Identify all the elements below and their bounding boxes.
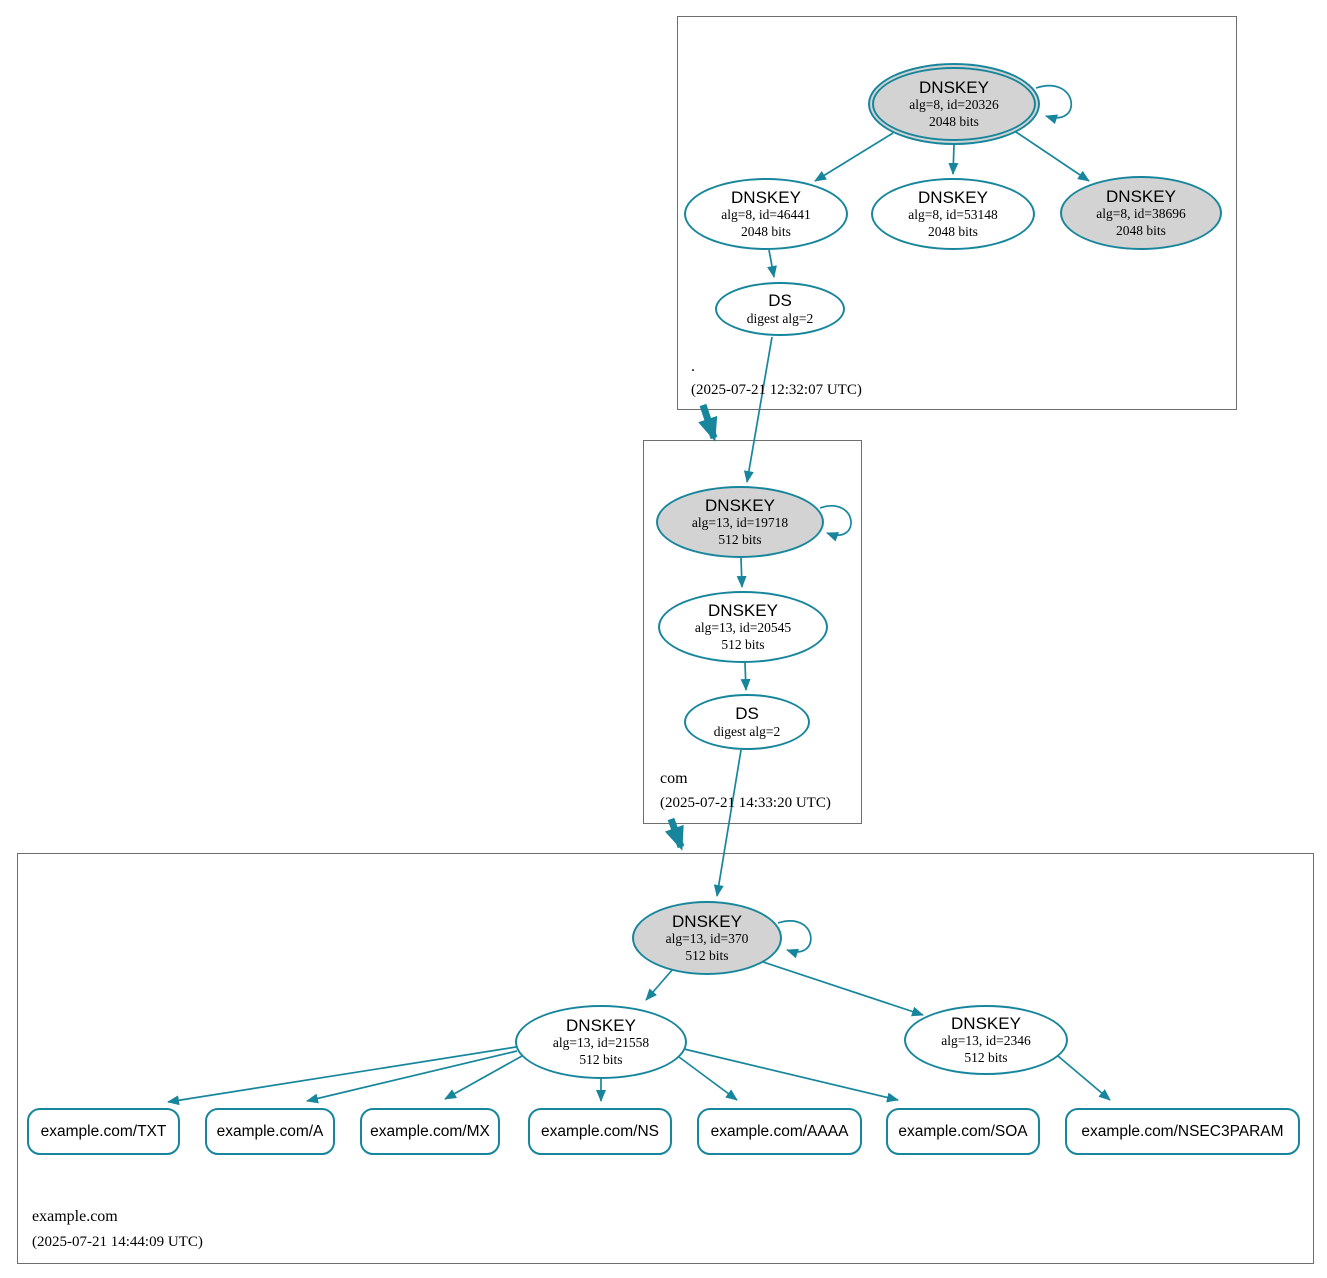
zone-label-example-com: example.com xyxy=(32,1208,118,1225)
node-attr: 2048 bits xyxy=(929,113,979,129)
node-title: DNSKEY xyxy=(951,1013,1021,1033)
node-attr: 512 bits xyxy=(579,1051,623,1067)
zone-box-example-com xyxy=(17,853,1314,1264)
node-attr: alg=8, id=46441 xyxy=(721,207,811,223)
node-attr: 2048 bits xyxy=(928,223,978,239)
node-title: DNSKEY xyxy=(918,187,988,207)
dnskey-node-38696[interactable]: DNSKEY alg=8, id=38696 2048 bits xyxy=(1060,176,1222,250)
node-title: DNSKEY xyxy=(731,187,801,207)
dnskey-node-2346[interactable]: DNSKEY alg=13, id=2346 512 bits xyxy=(904,1005,1068,1075)
ds-node-root[interactable]: DS digest alg=2 xyxy=(715,282,845,336)
dnskey-node-20545[interactable]: DNSKEY alg=13, id=20545 512 bits xyxy=(658,591,828,663)
node-attr: alg=13, id=370 xyxy=(665,931,749,947)
node-title: DNSKEY xyxy=(1106,186,1176,206)
node-attr: alg=13, id=20545 xyxy=(694,620,792,636)
node-attr: alg=13, id=21558 xyxy=(552,1035,650,1051)
rrset-label: example.com/MX xyxy=(370,1122,490,1140)
rrset-example-com-txt[interactable]: example.com/TXT xyxy=(27,1108,180,1155)
node-title: DNSKEY xyxy=(705,495,775,515)
rrset-label: example.com/NS xyxy=(540,1122,659,1140)
node-attr: 512 bits xyxy=(718,531,762,547)
rrset-example-com-aaaa[interactable]: example.com/AAAA xyxy=(697,1108,862,1155)
dnskey-20326-inner-ring: DNSKEY alg=8, id=20326 2048 bits xyxy=(872,67,1036,141)
node-title: DNSKEY xyxy=(708,600,778,620)
zone-timestamp-com: (2025-07-21 14:33:20 UTC) xyxy=(660,795,831,811)
node-attr: 2048 bits xyxy=(1116,222,1166,238)
rrset-example-com-nsec3param[interactable]: example.com/NSEC3PARAM xyxy=(1065,1108,1300,1155)
node-attr: alg=8, id=53148 xyxy=(908,207,998,223)
dnskey-node-19718[interactable]: DNSKEY alg=13, id=19718 512 bits xyxy=(656,486,824,558)
ds-node-com[interactable]: DS digest alg=2 xyxy=(684,694,810,750)
node-title: DS xyxy=(768,290,792,310)
node-attr: alg=13, id=2346 xyxy=(941,1033,1031,1049)
rrset-label: example.com/NSEC3PARAM xyxy=(1081,1122,1284,1140)
rrset-label: example.com/AAAA xyxy=(710,1122,849,1140)
node-title: DNSKEY xyxy=(672,911,742,931)
rrset-example-com-a[interactable]: example.com/A xyxy=(205,1108,335,1155)
rrset-label: example.com/A xyxy=(216,1122,324,1140)
dnskey-node-20326[interactable]: DNSKEY alg=8, id=20326 2048 bits xyxy=(868,63,1040,145)
zone-box-root xyxy=(677,16,1237,410)
node-title: DS xyxy=(735,703,759,723)
node-attr: alg=13, id=19718 xyxy=(691,515,789,531)
node-title: DNSKEY xyxy=(566,1015,636,1035)
rrset-label: example.com/TXT xyxy=(40,1122,167,1140)
dnskey-node-21558[interactable]: DNSKEY alg=13, id=21558 512 bits xyxy=(515,1005,687,1079)
rrset-example-com-ns[interactable]: example.com/NS xyxy=(528,1108,672,1155)
dnskey-node-370[interactable]: DNSKEY alg=13, id=370 512 bits xyxy=(632,901,782,975)
dnskey-node-53148[interactable]: DNSKEY alg=8, id=53148 2048 bits xyxy=(871,178,1035,250)
node-attr: 512 bits xyxy=(964,1049,1008,1065)
zone-timestamp-example-com: (2025-07-21 14:44:09 UTC) xyxy=(32,1234,203,1250)
node-title: DNSKEY xyxy=(919,77,989,97)
node-attr: 512 bits xyxy=(685,947,729,963)
rrset-example-com-mx[interactable]: example.com/MX xyxy=(360,1108,500,1155)
node-attr: alg=8, id=38696 xyxy=(1096,206,1186,222)
zone-label-root: . xyxy=(691,358,695,375)
node-attr: digest alg=2 xyxy=(713,723,781,739)
zone-timestamp-root: (2025-07-21 12:32:07 UTC) xyxy=(691,382,862,398)
node-attr: 2048 bits xyxy=(741,223,791,239)
node-attr: alg=8, id=20326 xyxy=(909,97,999,113)
dnskey-node-46441[interactable]: DNSKEY alg=8, id=46441 2048 bits xyxy=(684,178,848,250)
zone-label-com: com xyxy=(660,770,688,787)
node-attr: digest alg=2 xyxy=(746,310,814,326)
rrset-label: example.com/SOA xyxy=(898,1122,1028,1140)
node-attr: 512 bits xyxy=(721,636,765,652)
rrset-example-com-soa[interactable]: example.com/SOA xyxy=(886,1108,1040,1155)
